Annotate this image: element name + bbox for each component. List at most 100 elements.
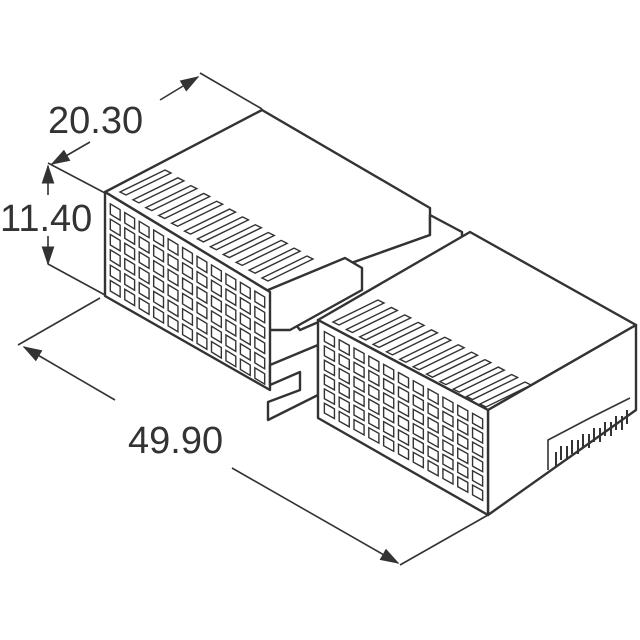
contact-cell bbox=[471, 412, 484, 430]
contact-cell bbox=[152, 290, 165, 309]
contact-cell bbox=[196, 316, 208, 336]
rib bbox=[144, 184, 199, 212]
contact-cell bbox=[254, 366, 266, 386]
contact-cell bbox=[323, 359, 336, 377]
contact-cell bbox=[442, 467, 454, 486]
contact-cell bbox=[196, 331, 208, 351]
contact-cell bbox=[368, 412, 380, 430]
contact-cell bbox=[239, 281, 251, 300]
dimension-height: 11.40 bbox=[0, 198, 93, 240]
rib bbox=[157, 192, 212, 220]
extension-line-length-left bbox=[17, 297, 101, 346]
contact-cell bbox=[254, 320, 266, 340]
contact-cell bbox=[181, 292, 194, 312]
left-contact-grid bbox=[109, 202, 266, 386]
contact-cell bbox=[457, 461, 469, 480]
contact-cell bbox=[124, 226, 136, 246]
contact-cell bbox=[412, 408, 425, 426]
extension-line-height-bottom bbox=[47, 263, 106, 296]
rib bbox=[384, 329, 440, 356]
contact-cell bbox=[225, 349, 237, 368]
contact-cell bbox=[196, 270, 208, 290]
rib bbox=[411, 343, 466, 371]
contact-cell bbox=[254, 305, 266, 325]
contact-cell bbox=[412, 451, 425, 469]
right-connector bbox=[316, 230, 638, 517]
rib bbox=[398, 336, 453, 364]
contact-cell bbox=[471, 483, 484, 502]
contact-cell bbox=[471, 426, 484, 445]
rib bbox=[424, 351, 480, 378]
rib bbox=[247, 247, 302, 274]
contact-cell bbox=[412, 393, 425, 412]
rib bbox=[208, 223, 263, 251]
contact-cell bbox=[442, 395, 454, 414]
contact-cell bbox=[427, 402, 439, 420]
rib bbox=[451, 366, 506, 393]
contact-cell bbox=[167, 237, 179, 257]
contact-cell bbox=[254, 289, 266, 309]
contact-cell bbox=[442, 438, 454, 457]
contact-cell bbox=[382, 377, 395, 396]
dim-arrow-length-left bbox=[22, 346, 116, 401]
rib bbox=[234, 239, 289, 267]
extension-line-depth-front bbox=[47, 162, 106, 194]
contact-cell bbox=[254, 335, 266, 355]
contact-cell bbox=[138, 281, 150, 301]
contact-cell bbox=[457, 447, 469, 465]
contact-cell bbox=[397, 399, 410, 418]
contact-cell bbox=[167, 268, 179, 288]
left-connector bbox=[103, 108, 464, 422]
extension-line-depth-back bbox=[199, 72, 263, 110]
contact-cell bbox=[109, 263, 121, 283]
right-ribs bbox=[331, 299, 533, 408]
contact-cell bbox=[338, 410, 350, 428]
contact-cell bbox=[239, 311, 251, 331]
contact-cell bbox=[353, 389, 365, 408]
contact-cell bbox=[152, 228, 165, 248]
contact-cell bbox=[210, 279, 223, 298]
pcb-pins bbox=[555, 410, 628, 466]
contact-cell bbox=[210, 294, 223, 314]
contact-cell bbox=[397, 414, 410, 433]
contact-cell bbox=[152, 274, 165, 294]
contact-cell bbox=[196, 285, 208, 305]
contact-cell bbox=[338, 367, 350, 385]
contact-cell bbox=[442, 410, 454, 428]
extension-line-length-right bbox=[399, 514, 489, 566]
contact-cell bbox=[427, 387, 439, 406]
contact-cell bbox=[471, 440, 484, 459]
contact-cell bbox=[353, 404, 365, 422]
contact-cell bbox=[323, 387, 336, 406]
rib bbox=[131, 177, 186, 204]
contact-cell bbox=[124, 211, 136, 231]
rib bbox=[344, 306, 399, 334]
contact-cell bbox=[382, 363, 395, 381]
contact-cell bbox=[138, 296, 150, 316]
contact-cell bbox=[353, 346, 365, 365]
contact-cell bbox=[225, 303, 237, 322]
contact-cell bbox=[427, 430, 439, 449]
contact-cell bbox=[196, 300, 208, 320]
contact-cell bbox=[427, 416, 439, 435]
contact-cell bbox=[323, 402, 336, 420]
contact-cell bbox=[181, 307, 194, 327]
dimension-lines bbox=[17, 72, 489, 566]
contact-cell bbox=[338, 338, 350, 357]
contact-cell bbox=[225, 318, 237, 338]
contact-cell bbox=[124, 272, 136, 292]
contact-cell bbox=[397, 385, 410, 404]
contact-cell bbox=[397, 371, 410, 390]
contact-cell bbox=[225, 333, 237, 353]
contact-cell bbox=[210, 309, 223, 329]
contact-cell bbox=[196, 254, 208, 274]
contact-cell bbox=[471, 455, 484, 473]
contact-cell bbox=[353, 361, 365, 379]
contact-cell bbox=[124, 257, 136, 277]
contact-cell bbox=[382, 406, 395, 424]
contact-cell bbox=[368, 369, 380, 387]
contact-cell bbox=[124, 288, 136, 307]
contact-cell bbox=[457, 475, 469, 494]
